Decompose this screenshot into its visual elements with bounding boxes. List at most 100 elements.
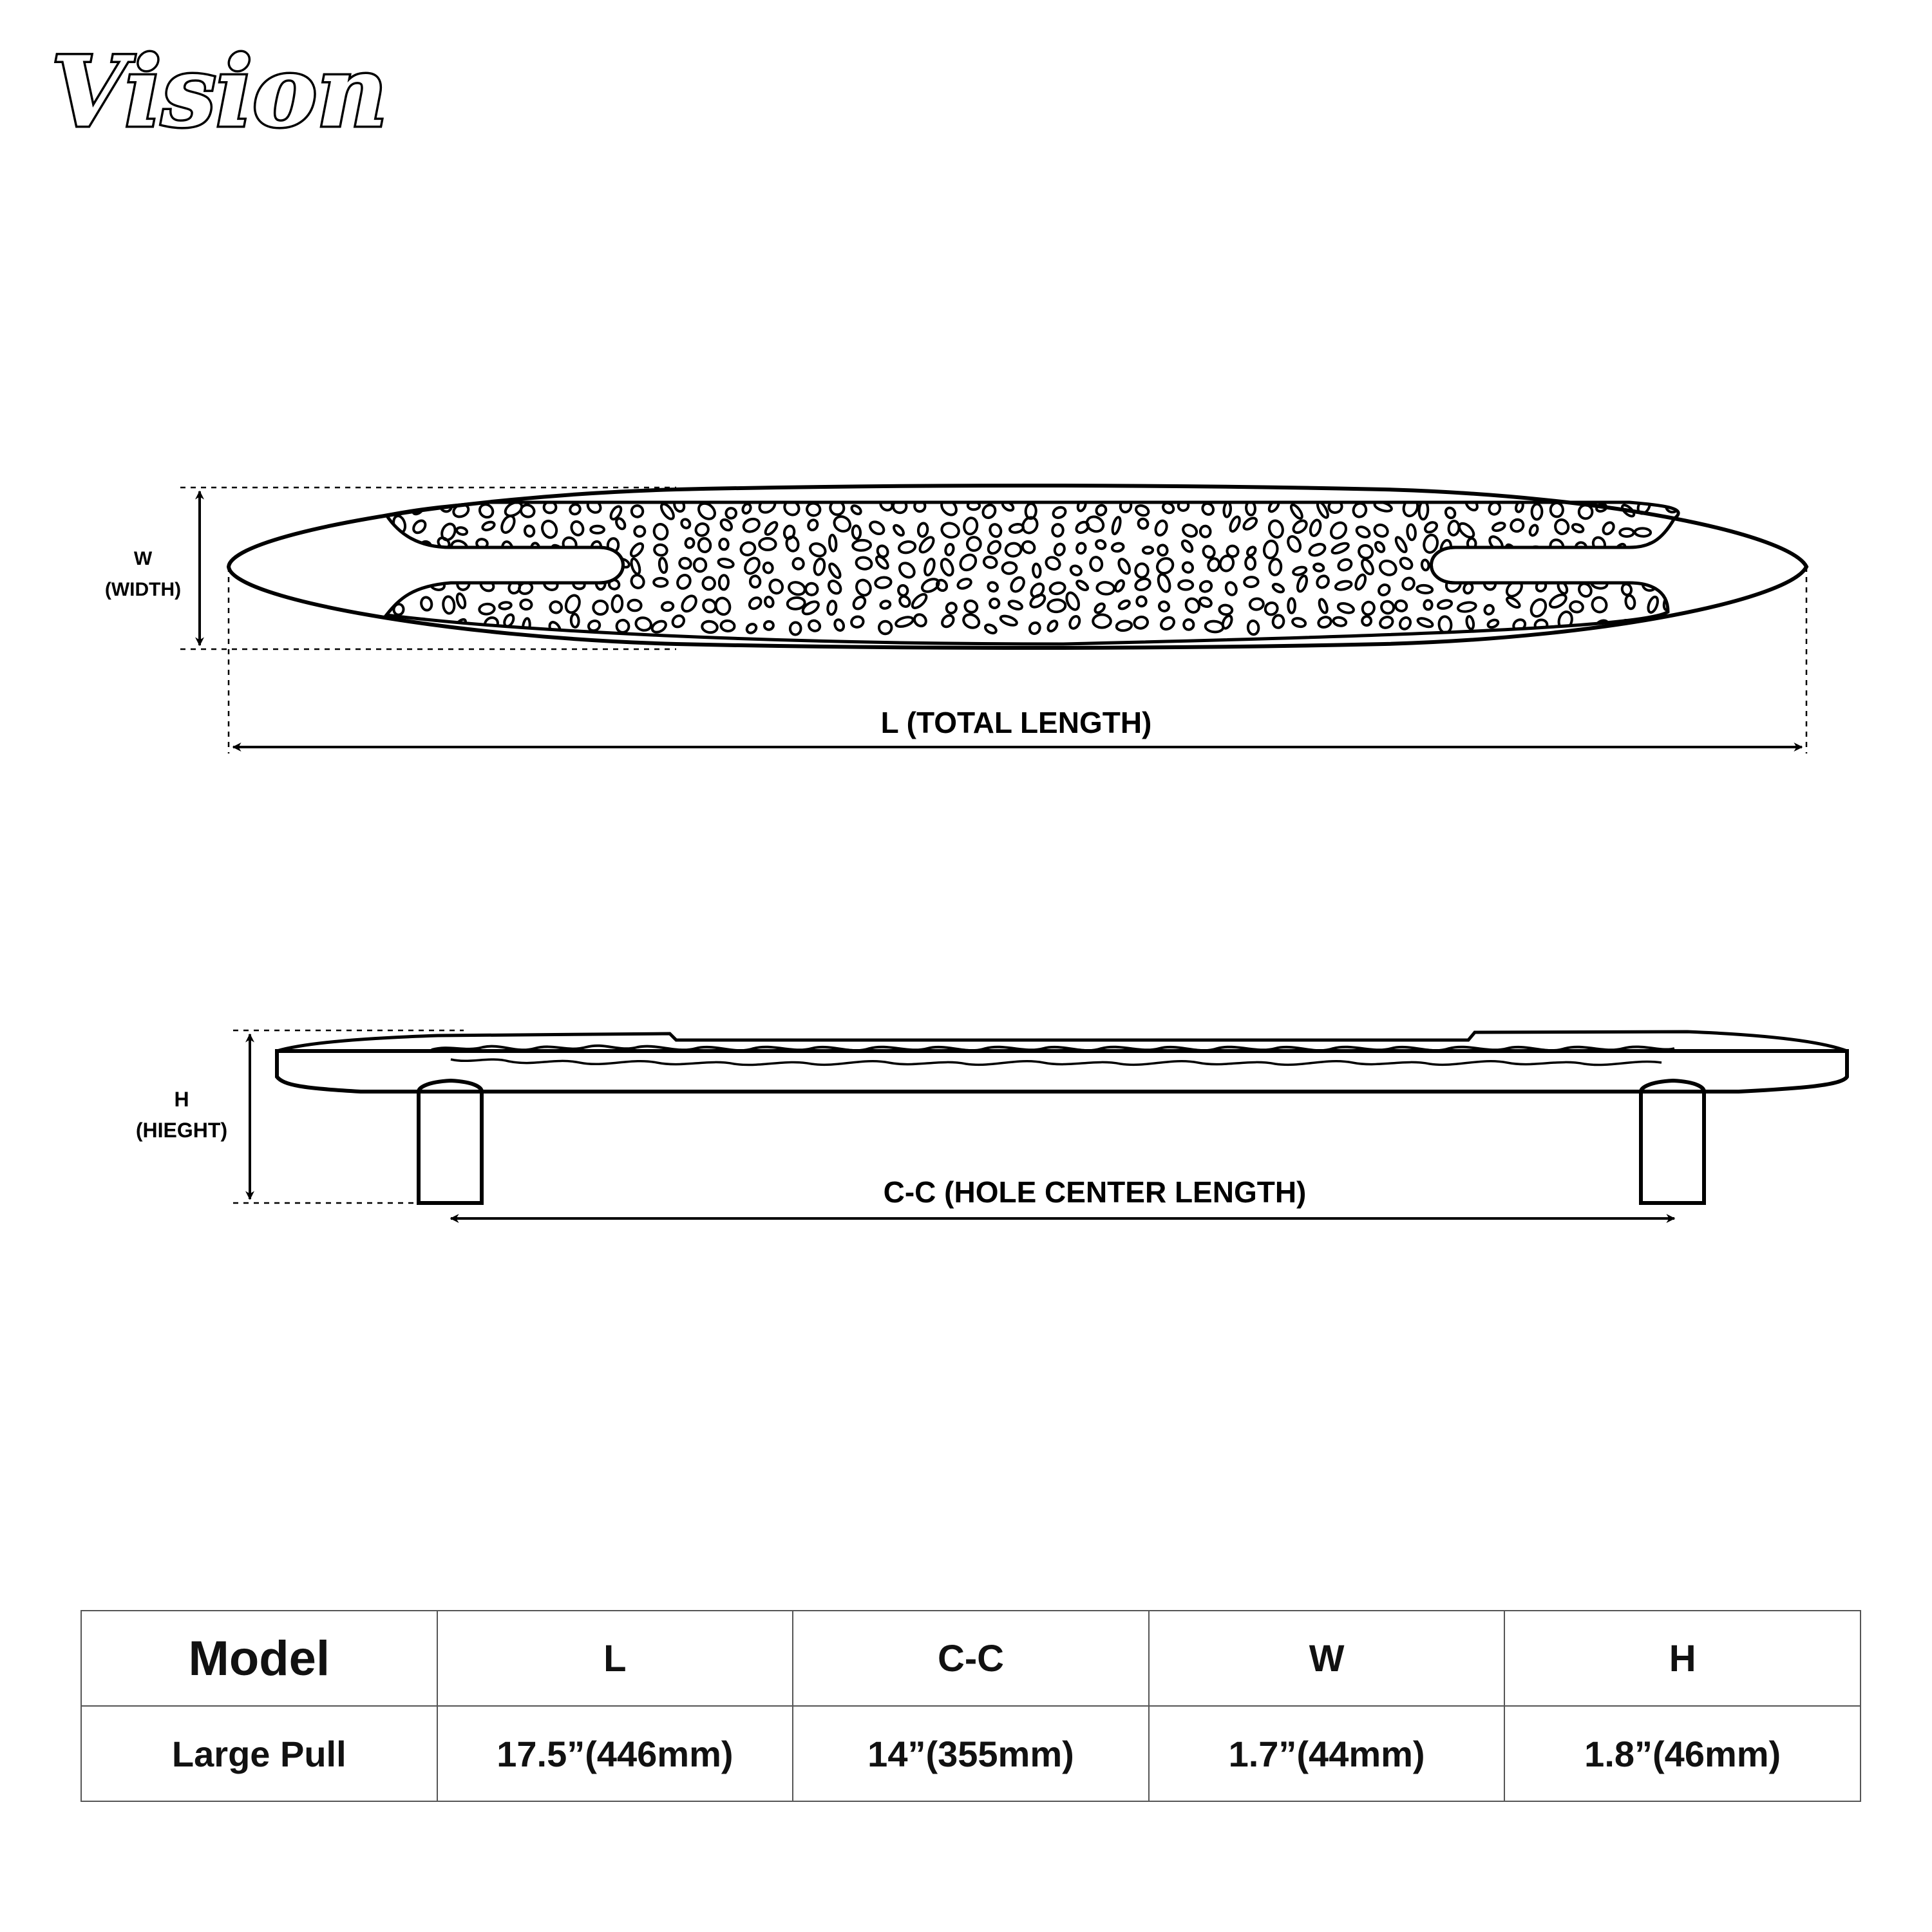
pebble-shape (1398, 616, 1412, 630)
pebble-shape (764, 521, 779, 536)
pebble-shape (719, 518, 733, 532)
pebble-shape (549, 600, 564, 614)
pebble-shape (569, 503, 582, 516)
pebble-shape (1423, 599, 1434, 611)
pebble-shape (1312, 562, 1325, 573)
pebble-shape (1464, 502, 1479, 512)
pebble-shape (1248, 597, 1265, 611)
pebble-shape (745, 623, 758, 634)
pebble-shape (1316, 574, 1330, 589)
pebble-shape (1245, 545, 1257, 557)
pebble-shape (1358, 544, 1374, 560)
pebble-shape (1075, 542, 1087, 555)
pebble-shape (1262, 539, 1279, 560)
pebble-shape (833, 515, 852, 533)
pebble-shape (1317, 616, 1332, 629)
pebble-shape (1264, 601, 1279, 616)
pebble-shape (1076, 502, 1087, 513)
pebble-shape (1660, 562, 1675, 580)
pebble-shape (1069, 564, 1083, 576)
pebble-shape (1141, 545, 1155, 555)
pebble-shape (697, 537, 712, 553)
pebble-shape (833, 618, 846, 632)
pebble-shape (701, 620, 719, 634)
pebble-shape (500, 515, 516, 534)
pebble-shape (1622, 557, 1637, 572)
pebble-shape (659, 502, 675, 520)
cell-cc: 14”(355mm) (792, 1705, 1150, 1802)
pebble-shape (1308, 542, 1327, 557)
left-mount-slot (451, 545, 625, 585)
pebble-shape (965, 536, 982, 552)
side-view (275, 1030, 1849, 1205)
pebble-shape (1085, 515, 1105, 533)
pebble-shape (611, 594, 624, 614)
pebble-shape (1095, 581, 1116, 596)
pebble-shape (652, 523, 669, 541)
pebble-shape (1334, 580, 1353, 591)
pebble-shape (1463, 582, 1474, 595)
pebble-shape (1613, 542, 1627, 557)
pebble-shape (959, 553, 978, 572)
pebble-shape (786, 596, 806, 611)
pebble-shape (570, 520, 585, 536)
cell-w: 1.7”(44mm) (1148, 1705, 1506, 1802)
pebble-shape (1160, 616, 1175, 631)
pebble-shape (1117, 599, 1131, 611)
pebble-shape (1065, 591, 1081, 611)
cell-h: 1.8”(46mm) (1504, 1705, 1861, 1802)
right-post (1639, 1078, 1706, 1205)
pebble-shape (1182, 524, 1198, 538)
pebble-shape (940, 502, 958, 516)
pebble-shape (851, 524, 862, 540)
pebble-shape (1158, 600, 1170, 612)
pebble-shape (630, 504, 645, 518)
width-label: W (134, 548, 153, 569)
pebble-shape (519, 560, 536, 572)
pebble-shape (1591, 596, 1608, 614)
pebble-shape (500, 540, 515, 559)
pebble-shape (1198, 596, 1213, 608)
pebble-shape (607, 578, 621, 591)
pebble-shape (1486, 618, 1500, 629)
header-cc: C-C (792, 1610, 1150, 1707)
pebble-shape (504, 502, 524, 517)
pebble-shape (480, 559, 496, 573)
pebble-shape (1052, 506, 1067, 519)
pebble-shape (1117, 558, 1131, 575)
pebble-shape (1331, 542, 1350, 554)
pebble-shape (758, 502, 777, 514)
pebble-shape (676, 574, 692, 590)
pebble-shape (1021, 516, 1039, 535)
pebble-shape (850, 504, 862, 516)
pebble-shape (1296, 574, 1309, 593)
pebble-shape (962, 613, 981, 629)
pebble-shape (1436, 599, 1454, 610)
pebble-shape (762, 620, 775, 631)
pebble-shape (541, 519, 558, 539)
pebble-shape (592, 599, 609, 616)
pebble-shape (389, 562, 403, 575)
pebble-shape (1417, 502, 1430, 521)
pebble-shape (653, 543, 668, 557)
pebble-shape (702, 598, 717, 614)
pebble-shape (1505, 543, 1517, 556)
pebble-shape (1352, 502, 1368, 518)
pebble-shape (809, 542, 827, 558)
top-view (226, 484, 1809, 650)
pebble-shape (1640, 564, 1655, 579)
pebble-shape (1242, 516, 1258, 531)
pebble-shape (523, 524, 536, 538)
pebble-shape (692, 557, 708, 573)
table-row: Large Pull 17.5”(446mm) 14”(355mm) 1.7”(… (80, 1705, 1861, 1802)
pebble-shape (801, 600, 820, 616)
length-dimension (227, 567, 1808, 753)
pebble-shape (748, 596, 762, 611)
cc-label: C-C (HOLE CENTER LENGTH) (884, 1175, 1307, 1209)
pebble-shape (1137, 517, 1150, 530)
pebble-shape (1181, 561, 1194, 574)
pebble-shape (697, 502, 716, 520)
pebble-shape (1456, 601, 1477, 613)
pebble-shape (916, 522, 929, 538)
